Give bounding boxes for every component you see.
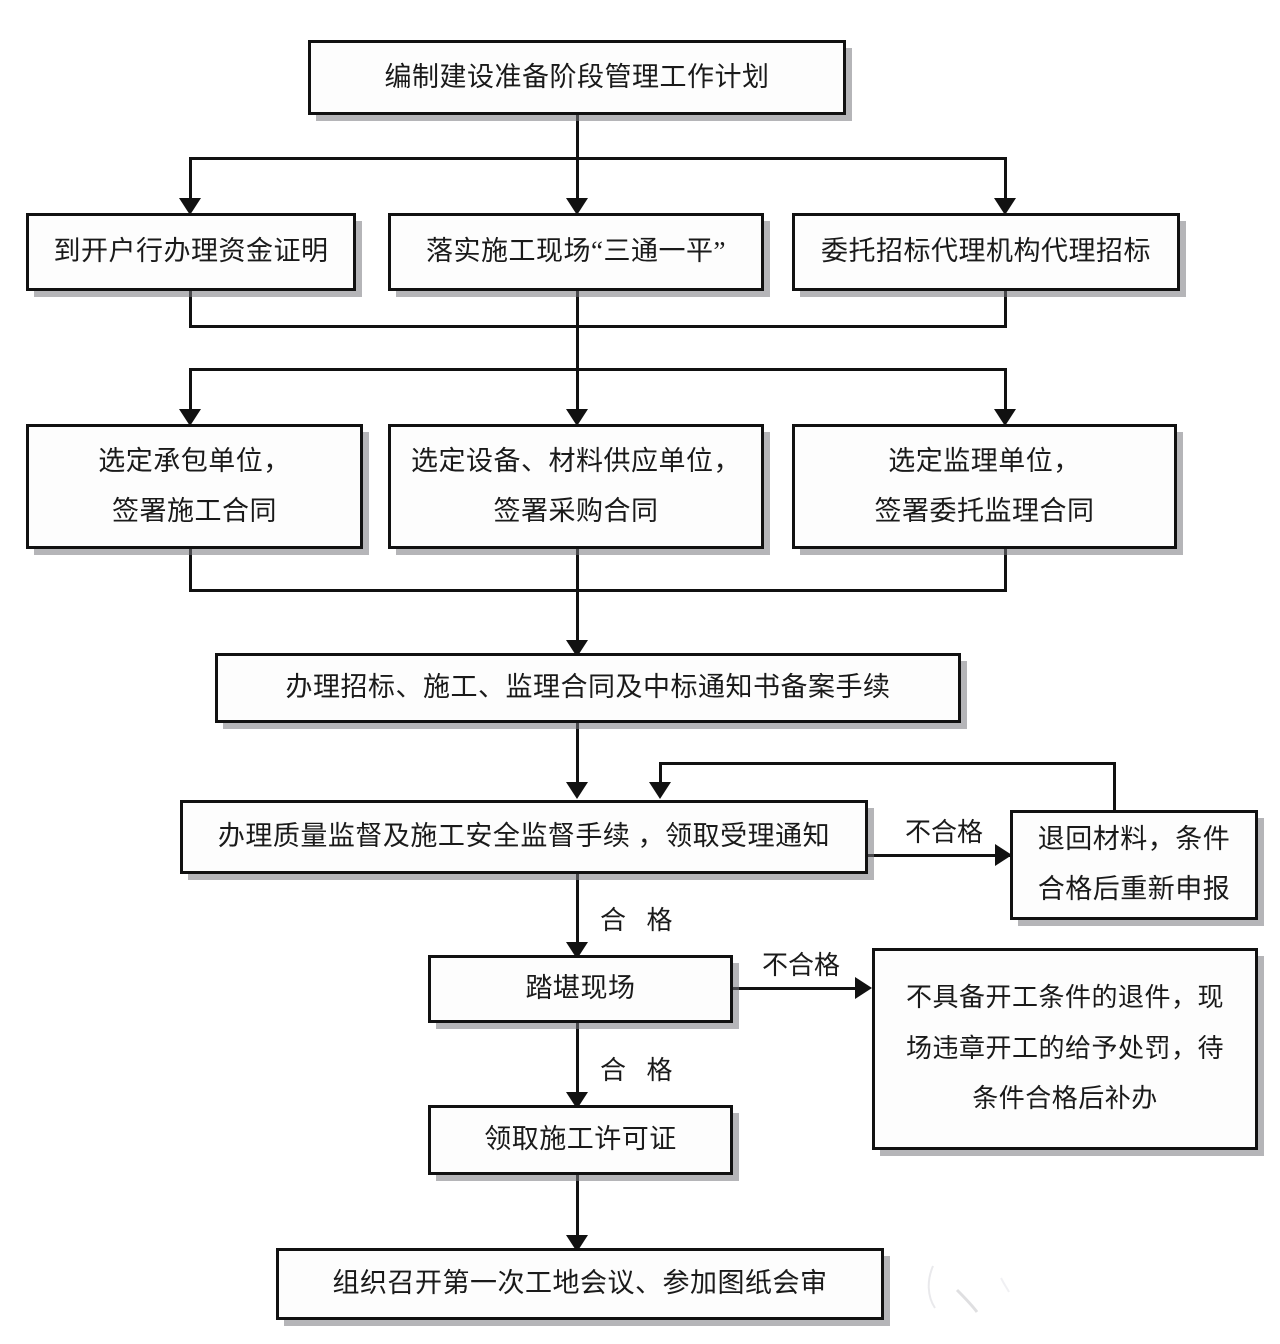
- node-supervisor-label: 选定监理单位， 签署委托监理合同: [795, 437, 1174, 537]
- connector-filing-to-quality: [576, 723, 579, 789]
- connector-plan-stem: [576, 115, 579, 160]
- node-filing[interactable]: 办理招标、施工、监理合同及中标通知书备案手续: [215, 653, 961, 723]
- node-reject-line1: 退回材料，条件: [1037, 824, 1231, 855]
- connector-loop-down: [659, 762, 662, 787]
- connector-drop-site: [576, 157, 579, 205]
- connector-up-supervisor: [1004, 549, 1007, 592]
- node-supervisor[interactable]: 选定监理单位， 签署委托监理合同: [792, 424, 1177, 549]
- node-meeting[interactable]: 组织召开第一次工地会议、参加图纸会审: [276, 1248, 884, 1320]
- node-contractor-label: 选定承包单位， 签署施工合同: [29, 437, 360, 537]
- edge-label-pass-quality: 合 格: [600, 906, 680, 935]
- connector-permit-to-meeting: [576, 1175, 579, 1241]
- connector-fork-bar-2: [189, 368, 1007, 371]
- edge-label-fail-survey: 不合格: [762, 951, 841, 980]
- connector-up-agency: [1004, 291, 1007, 328]
- edge-label-fail-quality: 不合格: [905, 818, 984, 847]
- connector-drop-bank: [189, 157, 192, 205]
- connector-loop-up: [1113, 762, 1116, 812]
- node-quality-label: 办理质量监督及施工安全监督手续 ，领取受理通知: [217, 821, 831, 852]
- node-penalty-line3: 条件合格后补办: [972, 1084, 1158, 1114]
- node-bank[interactable]: 到开户行办理资金证明: [26, 213, 356, 291]
- arrowhead-loop-back: [649, 782, 671, 799]
- node-agency[interactable]: 委托招标代理机构代理招标: [792, 213, 1180, 291]
- node-reject[interactable]: 退回材料，条件 合格后重新申报: [1010, 810, 1258, 920]
- connector-drop-supervisor: [1004, 368, 1007, 416]
- connector-merge-stem-2: [576, 549, 579, 648]
- arrowhead-agency: [994, 198, 1016, 215]
- edge-label-pass-survey: 合 格: [600, 1056, 680, 1085]
- node-meeting-label: 组织召开第一次工地会议、参加图纸会审: [332, 1268, 828, 1299]
- connector-quality-pass: [576, 874, 579, 949]
- node-survey-label: 踏堪现场: [525, 973, 636, 1004]
- arrowhead-site: [566, 198, 588, 215]
- node-contractor-line2: 签署施工合同: [112, 495, 277, 526]
- arrowhead-reject: [995, 844, 1012, 866]
- node-site-label: 落实施工现场“三通一平”: [426, 236, 726, 267]
- connector-merge-bar-2: [189, 589, 1007, 592]
- node-contractor[interactable]: 选定承包单位， 签署施工合同: [26, 424, 363, 549]
- arrowhead-survey: [566, 942, 588, 959]
- arrowhead-supervisor: [994, 409, 1016, 426]
- connector-merge-bar-1: [189, 325, 1007, 328]
- node-contractor-line1: 选定承包单位，: [98, 445, 291, 476]
- node-penalty[interactable]: 不具备开工条件的退件，现 场违章开工的给予处罚，待 条件合格后补办: [872, 948, 1258, 1150]
- node-supplier-line2: 签署采购合同: [493, 495, 659, 526]
- node-supplier[interactable]: 选定设备、材料供应单位， 签署采购合同: [388, 424, 764, 549]
- node-plan-label: 编制建设准备阶段管理工作计划: [384, 61, 770, 92]
- connector-fork-bar-1: [189, 157, 1007, 160]
- watermark-artifact: [927, 1265, 1010, 1313]
- node-penalty-line1: 不具备开工条件的退件，现: [905, 982, 1224, 1012]
- connector-up-contractor: [189, 549, 192, 592]
- node-plan[interactable]: 编制建设准备阶段管理工作计划: [308, 40, 846, 115]
- node-quality[interactable]: 办理质量监督及施工安全监督手续 ，领取受理通知: [180, 800, 868, 874]
- arrowhead-permit: [566, 1092, 588, 1109]
- connector-drop-supplier: [576, 368, 579, 416]
- node-site[interactable]: 落实施工现场“三通一平”: [388, 213, 764, 291]
- node-supervisor-line2: 签署委托监理合同: [874, 495, 1095, 526]
- node-permit-label: 领取施工许可证: [484, 1124, 677, 1155]
- arrowhead-contractor: [179, 409, 201, 426]
- connector-survey-fail: [733, 987, 868, 990]
- connector-up-bank: [189, 291, 192, 328]
- connector-quality-fail: [868, 854, 1010, 857]
- connector-up-site: [576, 291, 579, 371]
- arrowhead-penalty: [855, 977, 872, 999]
- arrowhead-supplier: [566, 409, 588, 426]
- node-survey[interactable]: 踏堪现场: [428, 955, 733, 1023]
- node-reject-line2: 合格后重新申报: [1037, 874, 1231, 904]
- connector-drop-agency: [1004, 157, 1007, 205]
- node-permit[interactable]: 领取施工许可证: [428, 1105, 733, 1175]
- node-bank-label: 到开户行办理资金证明: [53, 236, 329, 267]
- node-agency-label: 委托招标代理机构代理招标: [821, 236, 1151, 267]
- connector-drop-contractor: [189, 368, 192, 416]
- node-supplier-line1: 选定设备、材料供应单位，: [411, 445, 741, 476]
- arrowhead-meeting: [566, 1235, 588, 1252]
- node-supplier-label: 选定设备、材料供应单位， 签署采购合同: [391, 437, 761, 537]
- node-penalty-label: 不具备开工条件的退件，现 场违章开工的给予处罚，待 条件合格后补办: [875, 973, 1255, 1125]
- node-reject-label: 退回材料，条件 合格后重新申报: [1013, 815, 1255, 915]
- arrowhead-bank: [179, 198, 201, 215]
- arrowhead-quality: [566, 782, 588, 799]
- node-filing-label: 办理招标、施工、监理合同及中标通知书备案手续: [285, 672, 891, 703]
- arrowhead-filing: [566, 640, 588, 657]
- node-penalty-line2: 场违章开工的给予处罚，待: [905, 1033, 1224, 1063]
- connector-loop-across: [659, 762, 1116, 765]
- connector-survey-pass: [576, 1023, 579, 1098]
- node-supervisor-line1: 选定监理单位，: [888, 445, 1081, 476]
